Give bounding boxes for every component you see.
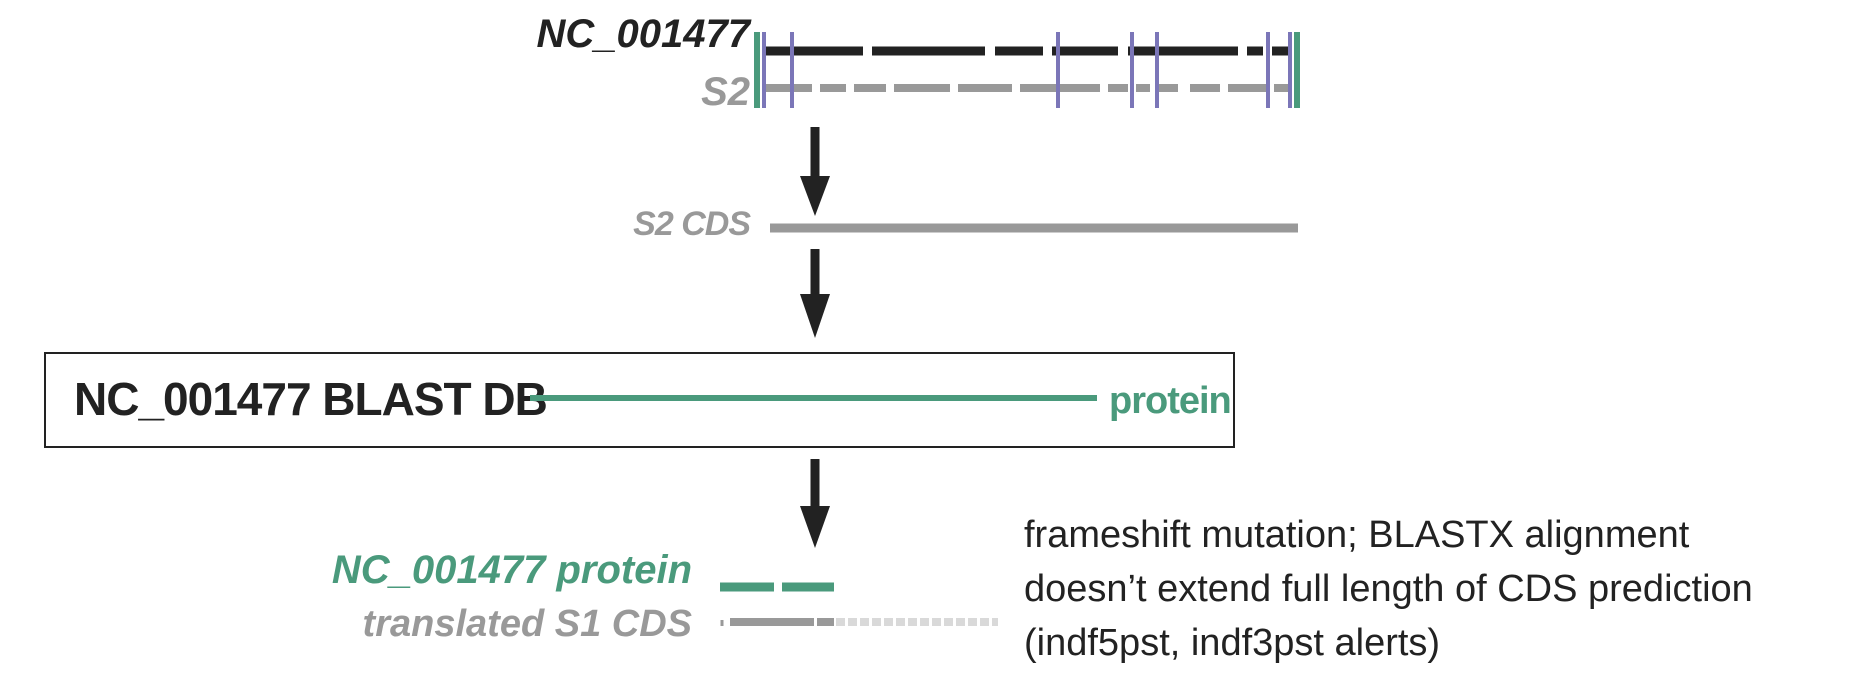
translated-cds-label: translated S1 CDS <box>362 603 692 645</box>
frameshift-note: frameshift mutation; BLASTX alignment do… <box>1024 508 1753 670</box>
blast-db-box <box>44 352 1235 448</box>
blast-db-protein-label: protein <box>1109 380 1232 422</box>
note-line-1: frameshift mutation; BLASTX alignment <box>1024 514 1690 556</box>
reference-sequence-label: NC_001477 <box>536 12 751 56</box>
query-sequence-label: S2 <box>701 70 750 114</box>
flow-arrow-2 <box>800 249 830 338</box>
blast-db-title: NC_001477 BLAST DB <box>74 373 548 425</box>
variant-markers <box>762 32 1292 108</box>
translated-cds-line <box>720 618 998 626</box>
cds-label: S2 CDS <box>633 205 751 243</box>
sequence-boundary-markers <box>754 32 1300 108</box>
note-line-3: (indf5pst, indf3pst alerts) <box>1024 622 1441 664</box>
protein-hit-label: NC_001477 protein <box>331 548 692 592</box>
note-line-2: doesn’t extend full length of CDS predic… <box>1024 568 1753 610</box>
flow-arrow-3 <box>800 459 830 548</box>
flow-arrow-1 <box>800 127 830 216</box>
